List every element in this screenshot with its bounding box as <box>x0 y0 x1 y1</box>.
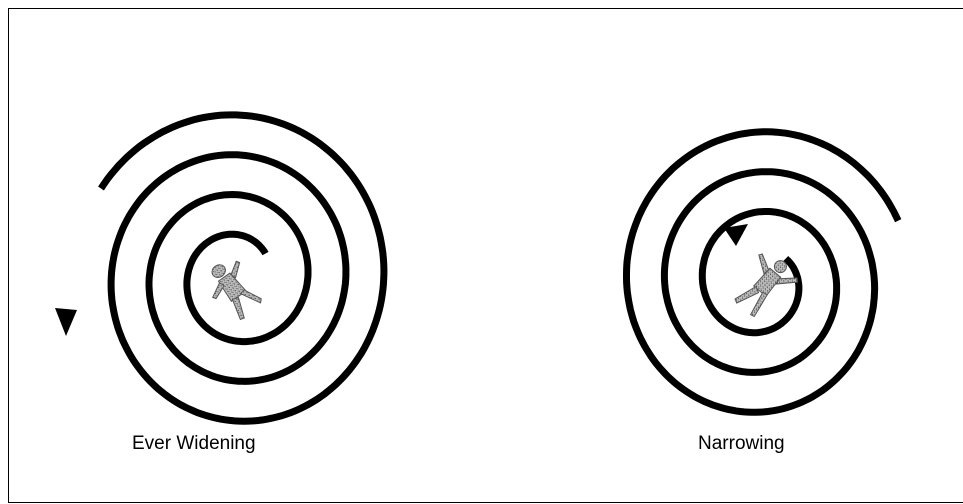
narrowing-spiral <box>627 132 899 413</box>
widening-spiral <box>55 115 384 421</box>
widening-spiral-path <box>101 115 384 421</box>
narrowing-spiral-path <box>627 132 899 413</box>
widening-caption: Ever Widening <box>132 433 256 455</box>
falling-person-icon <box>199 254 267 326</box>
arrowhead-outward-icon <box>55 308 77 336</box>
narrowing-caption: Narrowing <box>698 433 785 455</box>
